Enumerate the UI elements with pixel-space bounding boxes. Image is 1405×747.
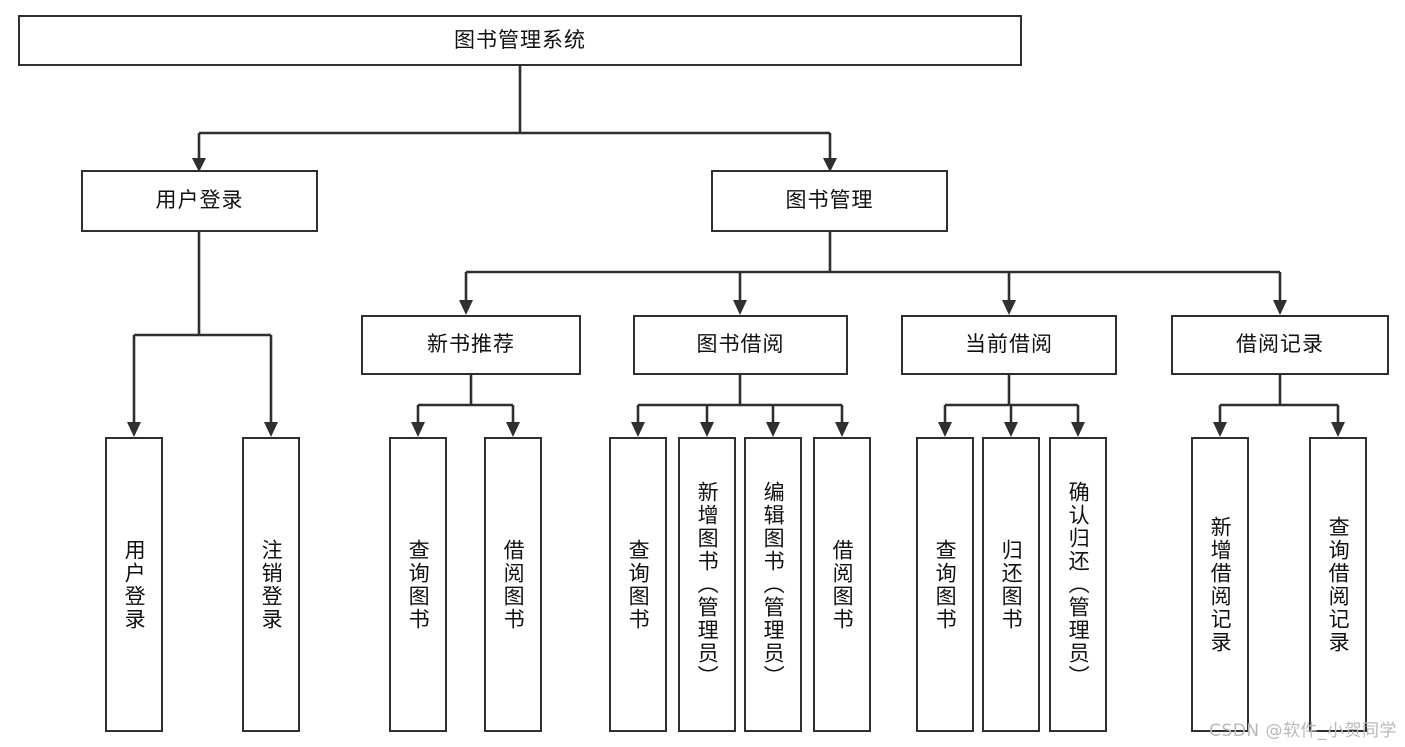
node-label: 查询图书 [406, 538, 431, 631]
node-leaf-query-book-recommend[interactable]: 查询图书 [389, 437, 447, 732]
node-label: 注销登录 [259, 538, 284, 631]
node-book-management[interactable]: 图书管理 [711, 170, 948, 232]
node-leaf-query-borrow-record[interactable]: 查询借阅记录 [1309, 437, 1367, 732]
node-label: 借阅图书 [501, 538, 526, 631]
node-leaf-edit-book-admin[interactable]: 编辑图书（管理员） [744, 437, 802, 732]
node-label: 用户登录 [122, 538, 147, 631]
node-leaf-confirm-return-admin[interactable]: 确认归还（管理员） [1049, 437, 1107, 732]
node-label: 借阅记录 [1236, 332, 1324, 357]
node-label: 确认归还（管理员） [1066, 481, 1091, 688]
node-label: 查询图书 [626, 538, 651, 631]
node-label: 新增借阅记录 [1208, 515, 1233, 654]
node-leaf-query-book-current[interactable]: 查询图书 [916, 437, 974, 732]
node-leaf-borrow-book-recommend[interactable]: 借阅图书 [484, 437, 542, 732]
node-label: 归还图书 [999, 538, 1024, 631]
node-label: 查询借阅记录 [1326, 515, 1351, 654]
node-leaf-return-book[interactable]: 归还图书 [982, 437, 1040, 732]
node-label: 图书管理系统 [454, 27, 586, 52]
node-current-borrow[interactable]: 当前借阅 [901, 315, 1117, 375]
node-label: 新书推荐 [427, 332, 515, 357]
node-borrow-record[interactable]: 借阅记录 [1171, 315, 1389, 375]
node-label: 查询图书 [933, 538, 958, 631]
node-label: 图书管理 [785, 188, 874, 213]
node-leaf-query-book-borrow[interactable]: 查询图书 [609, 437, 667, 732]
node-leaf-add-book-admin[interactable]: 新增图书（管理员） [678, 437, 736, 732]
node-book-borrow[interactable]: 图书借阅 [633, 315, 848, 375]
node-label: 用户登录 [155, 188, 244, 213]
node-label: 借阅图书 [830, 538, 855, 631]
node-label: 编辑图书（管理员） [761, 481, 786, 688]
node-leaf-add-borrow-record[interactable]: 新增借阅记录 [1191, 437, 1249, 732]
node-label: 新增图书（管理员） [695, 481, 720, 688]
node-root-book-management-system[interactable]: 图书管理系统 [18, 15, 1022, 66]
node-label: 图书借阅 [696, 332, 785, 357]
node-label: 当前借阅 [965, 332, 1053, 357]
node-user-login[interactable]: 用户登录 [81, 170, 318, 232]
node-new-book-recommend[interactable]: 新书推荐 [361, 315, 581, 375]
node-leaf-logout[interactable]: 注销登录 [242, 437, 300, 732]
node-leaf-user-login[interactable]: 用户登录 [105, 437, 163, 732]
node-leaf-borrow-book[interactable]: 借阅图书 [813, 437, 871, 732]
